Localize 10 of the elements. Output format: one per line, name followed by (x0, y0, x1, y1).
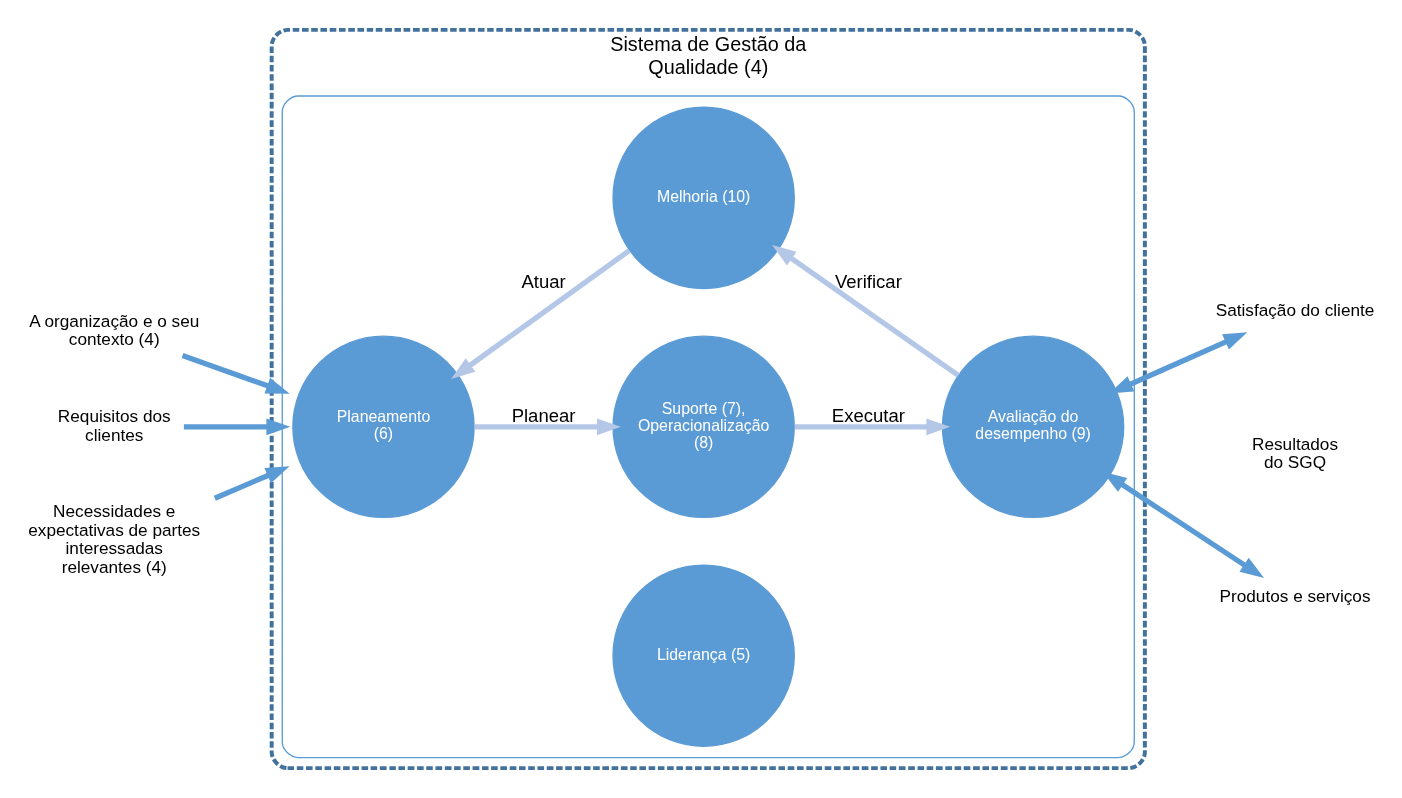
node-text: Requisitos dos clientes (57, 406, 171, 445)
edge-label: Planear (511, 404, 576, 426)
edge-label: Verificar (834, 271, 902, 293)
edge-label: Executar (831, 404, 905, 426)
edge-label: Atuar (521, 271, 566, 293)
node-text: Produtos e serviços (1219, 585, 1371, 606)
label: Resultados do SGQ (1252, 433, 1339, 473)
node-text: A organização e o seu contexto (4) (29, 310, 200, 350)
node-text: Necessidades e expectativas de partes interessadas relevantes (4) (28, 501, 201, 577)
node-text: Satisfação do cliente (1215, 300, 1375, 321)
